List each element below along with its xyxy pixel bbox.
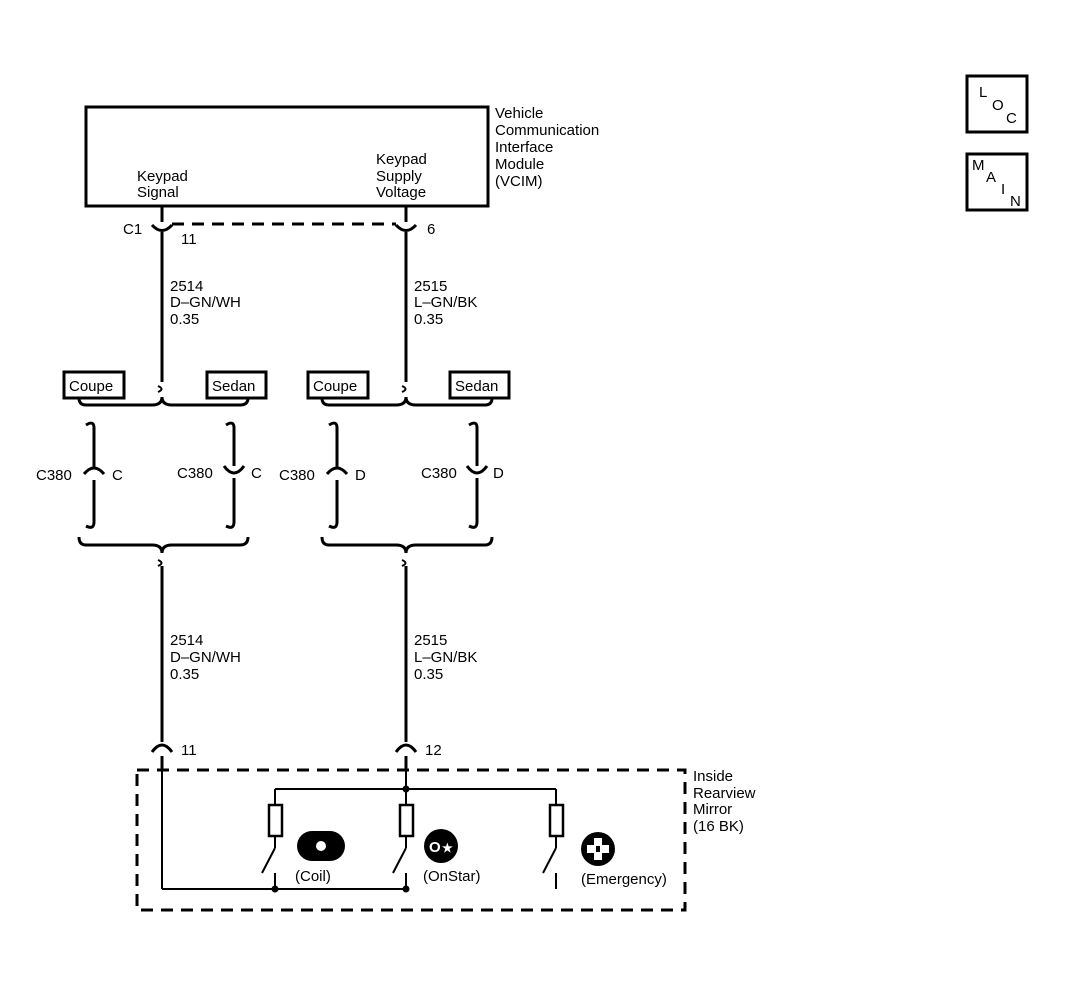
mirror-dashed-box (135, 768, 687, 912)
main-nav-button[interactable]: M A I N (965, 152, 1029, 212)
vcim-name-5: (VCIM) (495, 173, 543, 190)
wire-supply-upper-label: 2515 L–GN/BK 0.35 (414, 278, 477, 328)
loc-nav-button[interactable]: L O C (965, 74, 1029, 134)
wire-gauge: 0.35 (170, 666, 199, 683)
c380-label: C380 (177, 465, 213, 482)
mirror-name-3: Mirror (693, 801, 732, 818)
lower-splice-left (77, 536, 250, 567)
mirror-module: Inside Rearview Mirror (16 BK) (135, 768, 756, 912)
connector-terminal-signal (150, 223, 174, 232)
c1-pin-supply: 6 (427, 221, 435, 238)
vcim-module: Vehicle Communication Interface Module (… (84, 105, 599, 208)
variant-labels: Coupe Sedan Coupe Sedan (62, 370, 511, 400)
c380-d-sedan: C380 D (421, 421, 504, 529)
wire-gauge: 0.35 (414, 311, 443, 328)
vcim-name-3: Interface (495, 139, 553, 156)
wire-color: L–GN/BK (414, 649, 477, 666)
c380-pin: D (493, 465, 504, 482)
keypad-supply-label-3: Voltage (376, 184, 426, 201)
main-letter-a: A (986, 169, 996, 186)
c1-pin-signal: 11 (181, 231, 197, 248)
c380-d-coupe: C380 D (279, 421, 366, 529)
emergency-button-label: (Emergency) (581, 871, 667, 888)
lower-splice-right (320, 536, 494, 567)
main-letter-n: N (1010, 193, 1021, 210)
wire-color: D–GN/WH (170, 294, 241, 311)
c380-pin: C (251, 465, 262, 482)
c380-label: C380 (279, 467, 315, 484)
onstar-button-label: (OnStar) (423, 868, 481, 885)
c380-pin: D (355, 467, 366, 484)
emergency-cross-icon (581, 832, 615, 866)
coupe-label-right: Coupe (313, 378, 357, 395)
wire-gauge: 0.35 (414, 666, 443, 683)
vcim-name-1: Vehicle (495, 105, 543, 122)
vcim-box (84, 105, 490, 208)
sedan-label-left: Sedan (212, 378, 255, 395)
onstar-logo-icon: O ★ (424, 829, 458, 863)
vcim-name-4: Module (495, 156, 544, 173)
wire-supply-lower-label: 2515 L–GN/BK 0.35 (414, 632, 477, 683)
coupe-label-left: Coupe (69, 378, 113, 395)
connector-terminal-supply (394, 223, 418, 232)
svg-text:★: ★ (442, 841, 453, 855)
coil-button-label: (Coil) (295, 868, 331, 885)
mirror-connector: 11 12 (150, 742, 442, 770)
keypad-signal-label-2: Signal (137, 184, 179, 201)
loc-letter-o: O (992, 97, 1004, 114)
keypad-supply-label-1: Keypad (376, 151, 427, 168)
mirror-name-1: Inside (693, 768, 733, 785)
wire-circuit: 2515 (414, 632, 447, 649)
loc-letter-c: C (1006, 110, 1017, 127)
wire-circuit: 2514 (170, 278, 203, 295)
main-letter-i: I (1001, 181, 1005, 198)
wire-signal-upper-label: 2514 D–GN/WH 0.35 (170, 278, 241, 328)
sedan-label-right: Sedan (455, 378, 498, 395)
coil-button-icon (297, 831, 345, 861)
c380-c-coupe: C380 C (36, 421, 123, 529)
main-letter-m: M (972, 157, 985, 174)
keypad-supply-label-2: Supply (376, 168, 422, 185)
wire-color: D–GN/WH (170, 649, 241, 666)
wire-color: L–GN/BK (414, 294, 477, 311)
wire-circuit: 2515 (414, 278, 447, 295)
svg-text:O: O (429, 839, 441, 856)
upper-splice-right (320, 385, 494, 407)
mirror-name-4: (16 BK) (693, 818, 744, 835)
wire-circuit: 2514 (170, 632, 203, 649)
upper-splice-left (77, 385, 250, 407)
mirror-pin-signal: 11 (181, 742, 197, 759)
c380-pin: C (112, 467, 123, 484)
wire-gauge: 0.35 (170, 311, 199, 328)
loc-letter-l: L (979, 84, 987, 101)
mirror-name-2: Rearview (693, 785, 756, 802)
mirror-pin-supply: 12 (425, 742, 442, 759)
c380-label: C380 (36, 467, 72, 484)
c380-label: C380 (421, 465, 457, 482)
c1-label: C1 (123, 221, 142, 238)
keypad-signal-label-1: Keypad (137, 168, 188, 185)
c380-c-sedan: C380 C (177, 421, 262, 529)
vcim-c1-connector: C1 11 6 (123, 206, 435, 248)
vcim-name-2: Communication (495, 122, 599, 139)
wire-signal-lower-label: 2514 D–GN/WH 0.35 (170, 632, 241, 683)
